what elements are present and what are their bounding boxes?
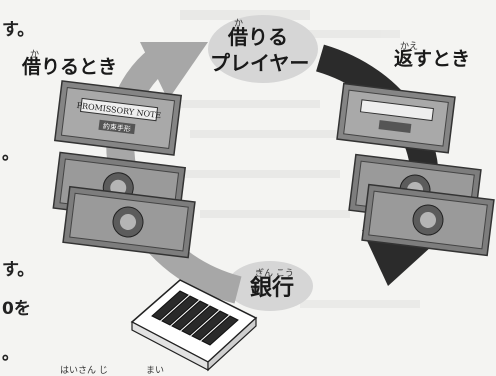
right-bill-2 — [361, 183, 495, 257]
side-text-3: す。 — [2, 260, 35, 280]
bank-tray-icon — [130, 279, 258, 372]
player-ruby: か — [234, 19, 244, 29]
borrow-arrow — [106, 42, 242, 304]
repay-when-ruby: かえ — [400, 42, 419, 52]
right-promissory-note — [336, 82, 456, 154]
background-pattern — [170, 10, 420, 308]
left-bill-2 — [62, 185, 196, 259]
repay-when-label: 返すとき — [394, 48, 471, 70]
side-text-5: 。 — [2, 344, 19, 364]
side-text-2: 。 — [2, 144, 19, 164]
side-text-1: す。 — [2, 20, 35, 40]
bank-label: 銀行 — [250, 276, 295, 301]
bank-ellipse — [227, 261, 313, 311]
bottom-ruby-1: はいさん じ — [60, 366, 108, 376]
borrow-when-ruby: か — [30, 50, 40, 60]
borrow-when-label: 借りるとき — [22, 56, 118, 78]
bank-ruby: ぎん こう — [255, 269, 294, 279]
side-text-4: 0を — [2, 299, 31, 319]
player-ellipse — [208, 15, 318, 83]
left-promissory-note: PROMISSORY NOTE 約束手形 — [53, 80, 183, 156]
bottom-ruby-2: まい — [146, 366, 165, 376]
note-stamp: 約束手形 — [102, 121, 131, 133]
player-label-line1: 借りる — [228, 25, 288, 49]
player-label-line2: プレイヤー — [210, 51, 310, 75]
